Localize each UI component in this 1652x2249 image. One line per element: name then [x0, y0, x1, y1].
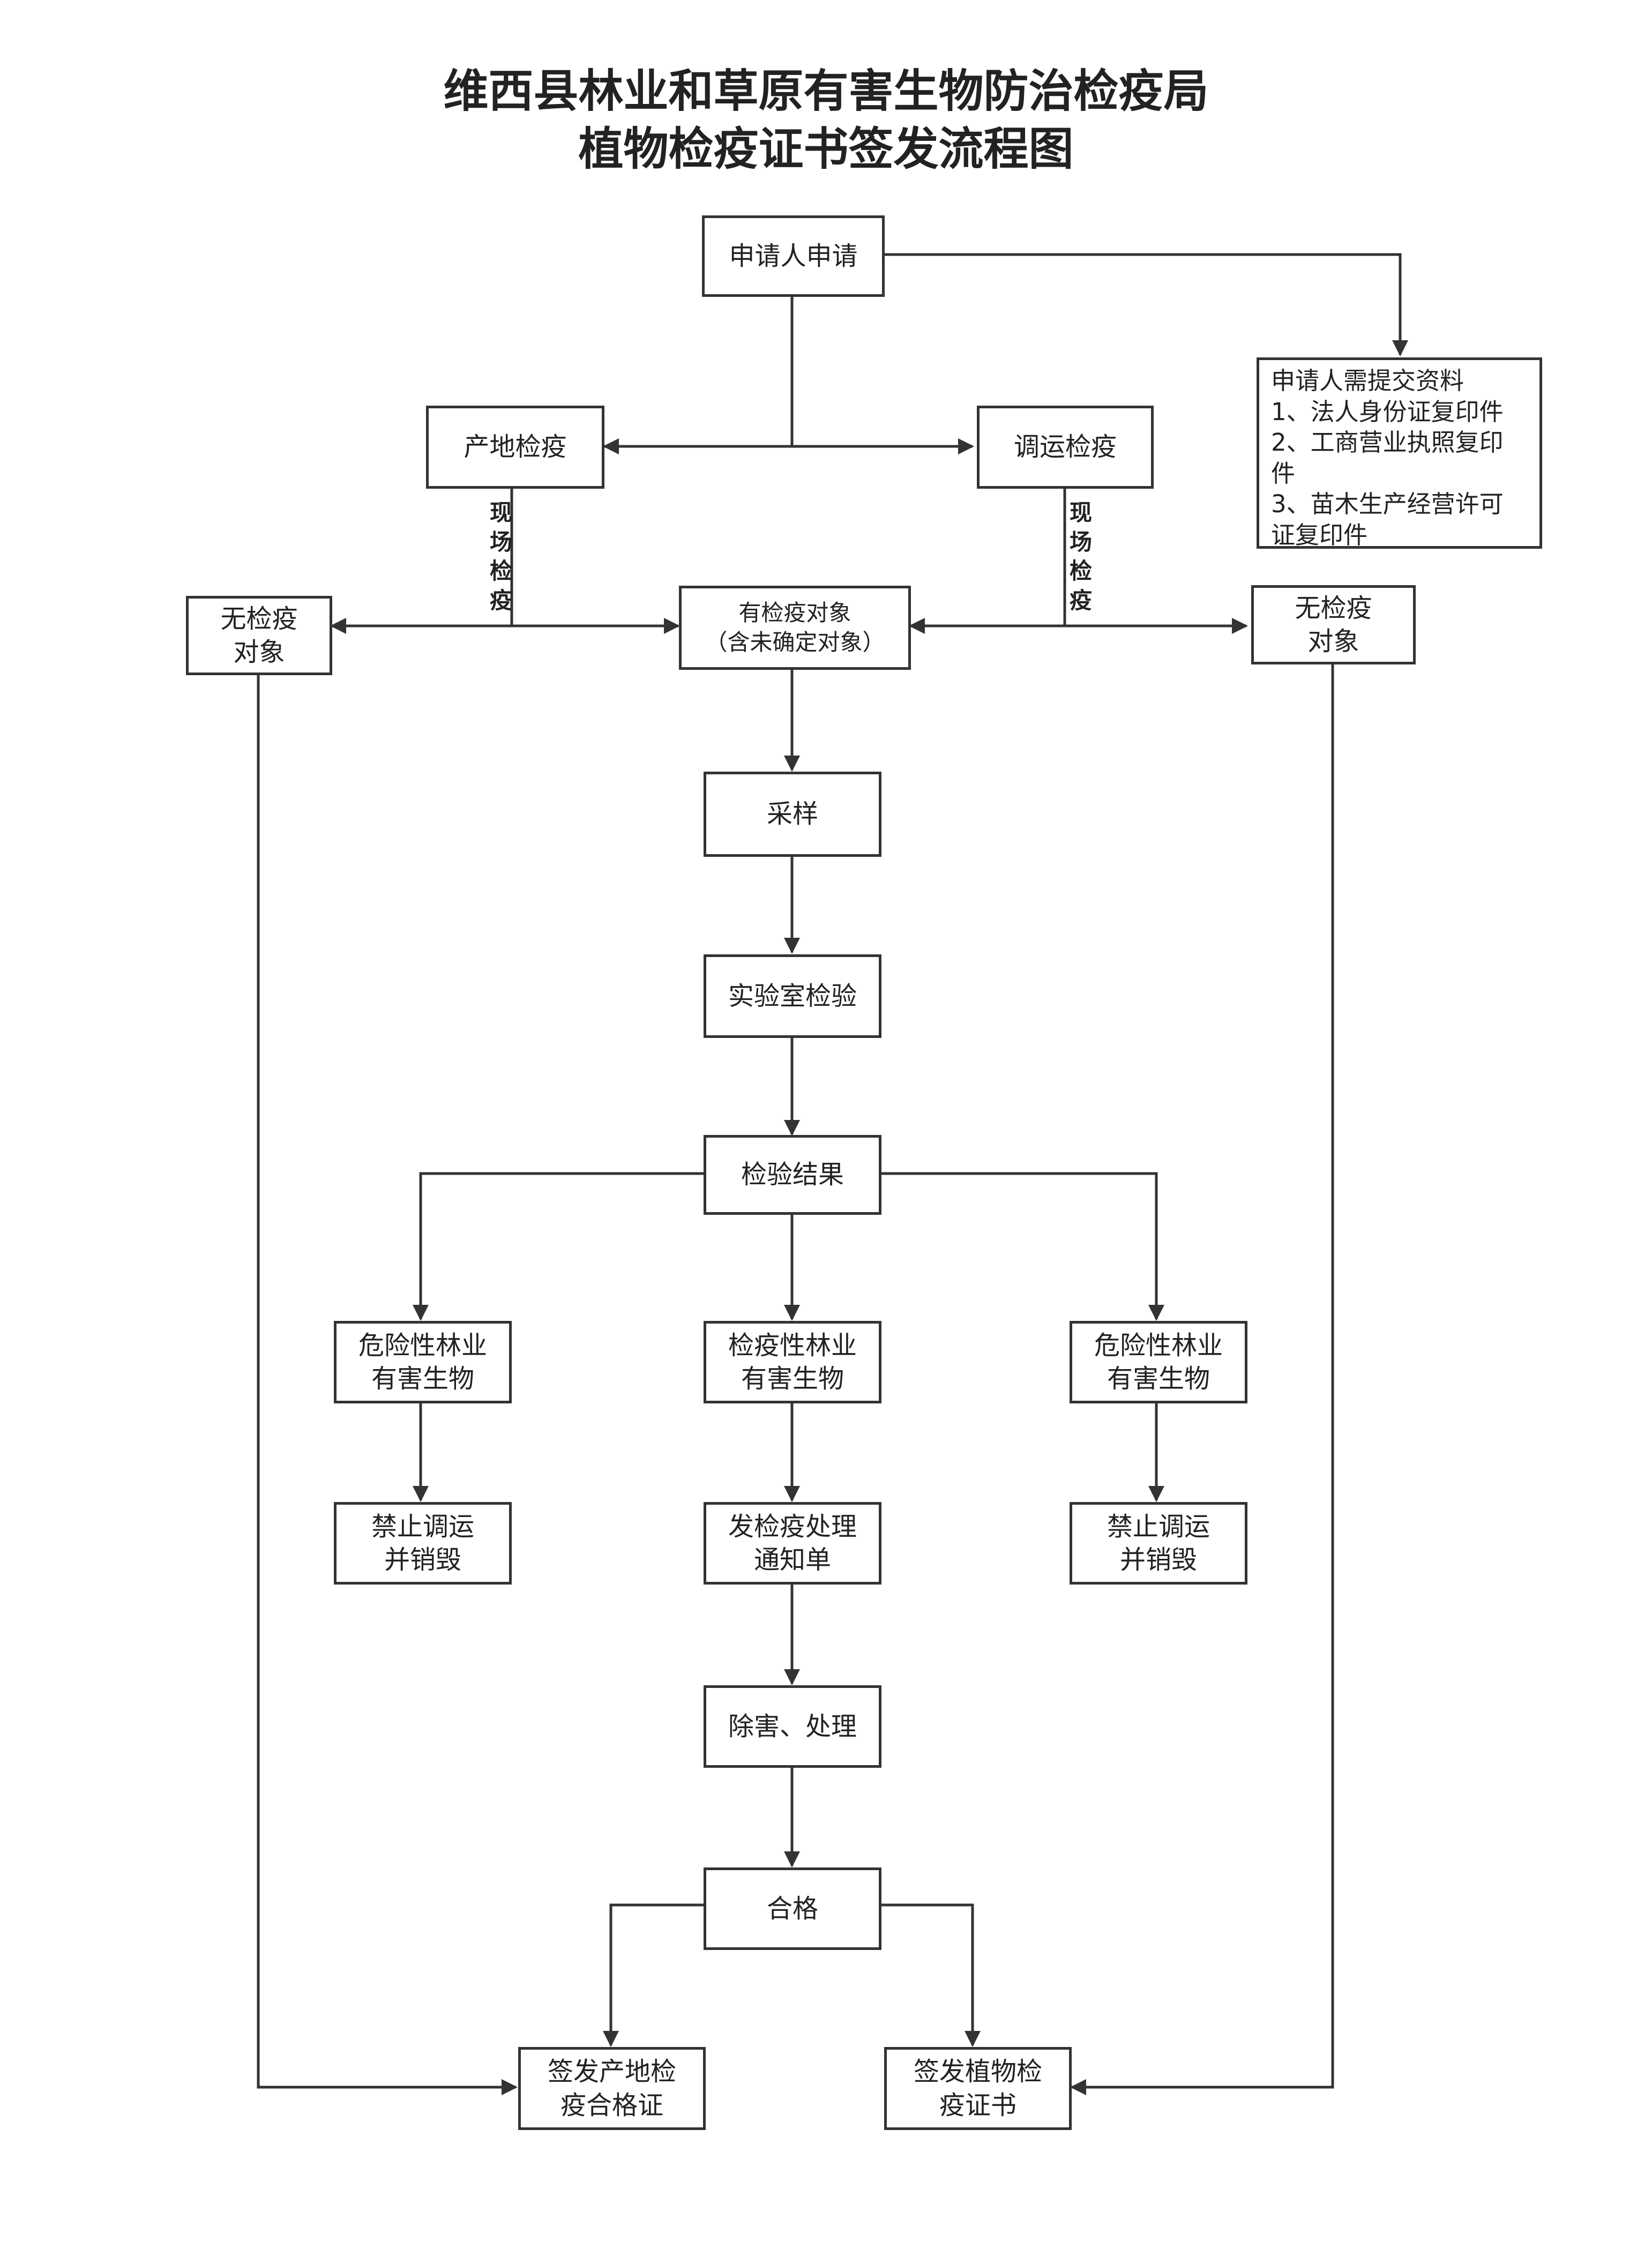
node-quarantine-pest: 检疫性林业有害生物: [704, 1321, 881, 1403]
node-text-line: 除害、处理: [728, 1711, 857, 1742]
node-text-line: 疫证书: [939, 2090, 1016, 2120]
arrow-none-right-to-cert-plant: [1070, 664, 1334, 2095]
arrow-pass-to-cert-plant: [881, 1903, 981, 2047]
node-text-line: 危险性林业: [358, 1330, 487, 1361]
node-sampling: 采样: [704, 772, 881, 857]
node-text-line: 采样: [766, 799, 818, 830]
node-text-line: 禁止调运: [1107, 1511, 1210, 1542]
node-text-line: 证复印件: [1271, 520, 1368, 549]
node-text-line: 发检疫处理: [728, 1511, 857, 1542]
title-line-1: 维西县林业和草原有害生物防治检疫局: [443, 64, 1209, 117]
node-origin-inspection: 产地检疫: [426, 406, 604, 489]
node-text-line: 2、工商营业执照复印: [1271, 428, 1504, 457]
node-ban-destroy-left: 禁止调运并销毁: [334, 1502, 512, 1585]
title-line-2: 植物检疫证书签发流程图: [578, 122, 1074, 175]
node-text-line: 疫合格证: [560, 2090, 663, 2120]
node-lab-test: 实验室检验: [704, 954, 881, 1038]
node-text-line: 件: [1271, 459, 1296, 488]
node-text-line: 调运检疫: [1013, 432, 1117, 462]
node-text-line: 合格: [766, 1893, 818, 1924]
node-text-line: 签发植物检: [913, 2057, 1042, 2087]
node-text-line: 签发产地检: [547, 2057, 676, 2087]
node-no-quarantine-object-right: 无检疫对象: [1251, 585, 1416, 664]
node-text-line: 申请人申请: [729, 241, 858, 271]
node-text-line: 3、苗木生产经营许可: [1271, 490, 1504, 519]
node-issue-origin-certificate: 签发产地检疫合格证: [518, 2047, 706, 2130]
node-text-line: 并销毁: [384, 1545, 461, 1575]
arrow-result-to-danger-left: [413, 1172, 704, 1321]
node-has-quarantine-object: 有检疫对象 （含未确定对象）: [679, 586, 911, 670]
arrow-pass-to-cert-origin: [603, 1903, 704, 2047]
node-text-line: 有害生物: [1107, 1364, 1210, 1394]
node-ban-destroy-right: 禁止调运并销毁: [1070, 1502, 1247, 1585]
node-qualified: 合格: [704, 1867, 881, 1950]
label-site-inspection-right: 现场检疫: [1069, 499, 1092, 614]
node-no-quarantine-object-left: 无检疫对象: [186, 596, 332, 675]
arrow-none-left-to-cert-origin: [257, 674, 518, 2095]
node-text-line: 有害生物: [741, 1364, 844, 1394]
node-issue-plant-certificate: 签发植物检疫证书: [884, 2047, 1072, 2130]
node-text-line: 无检疫: [1295, 593, 1372, 623]
node-dangerous-pest-right: 危险性林业有害生物: [1070, 1321, 1247, 1403]
node-text-line: 1、法人身份证复印件: [1271, 397, 1504, 426]
node-applicant-apply: 申请人申请: [702, 215, 885, 297]
node-treatment-notice: 发检疫处理通知单: [704, 1502, 881, 1585]
node-text-line: 产地检疫: [464, 432, 567, 462]
node-disinfest-treat: 除害、处理: [704, 1685, 881, 1768]
node-dangerous-pest-left: 危险性林业有害生物: [334, 1321, 512, 1403]
label-site-inspection-left: 现场检疫: [489, 499, 512, 614]
node-text-line: 实验室检验: [728, 981, 857, 1011]
node-text-line: 有检疫对象: [738, 599, 851, 626]
node-text-line: 检疫性林业: [728, 1330, 857, 1361]
arrow-apply-to-materials: [884, 253, 1408, 356]
node-text-line: 对象: [233, 637, 285, 667]
node-text-line: 有害生物: [371, 1364, 474, 1394]
node-text-line: 通知单: [753, 1545, 831, 1575]
node-test-result: 检验结果: [704, 1135, 881, 1215]
node-text-line: 对象: [1307, 626, 1359, 656]
arrow-result-to-danger-right: [881, 1172, 1164, 1321]
node-transfer-inspection: 调运检疫: [977, 406, 1154, 489]
node-text-line: （含未确定对象）: [705, 629, 885, 655]
node-text-line: 禁止调运: [371, 1511, 474, 1542]
node-text-line: 危险性林业: [1094, 1330, 1223, 1361]
node-text-line: 检验结果: [741, 1160, 844, 1190]
node-text-line: 无检疫: [220, 603, 298, 634]
node-text-line: 并销毁: [1119, 1545, 1197, 1575]
node-text-line: 申请人需提交资料: [1271, 367, 1464, 395]
